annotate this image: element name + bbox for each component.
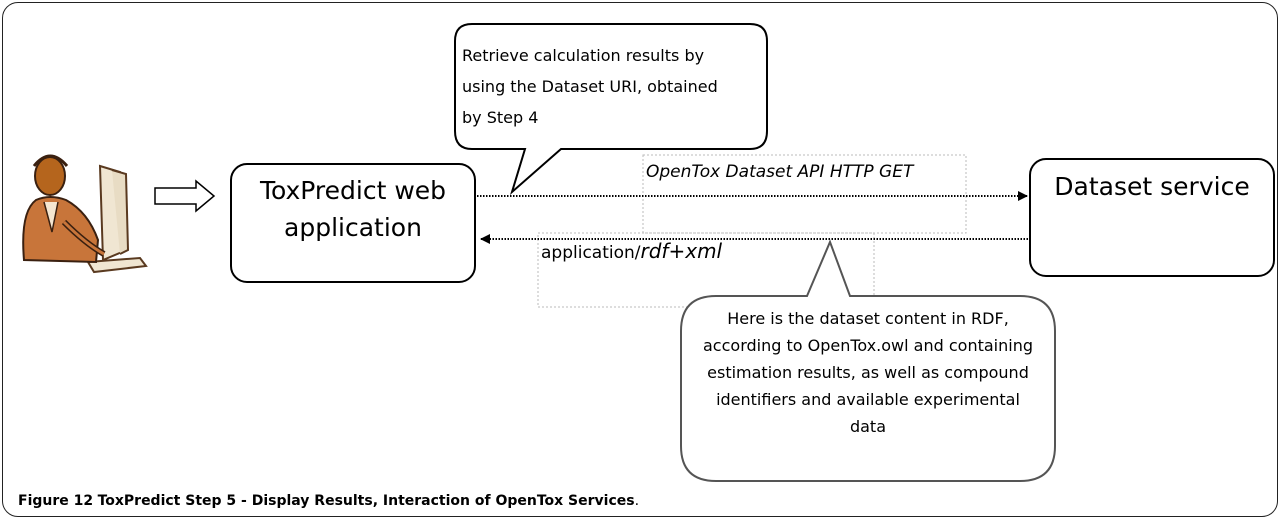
hollow-arrow-icon (154, 179, 216, 213)
response-label-prefix: application/ (541, 243, 641, 263)
bottom-callout-bubble (680, 239, 1056, 482)
webapp-node-label: ToxPredict web application (259, 176, 447, 242)
bottom-callout-text: Here is the dataset content in RDF, acco… (703, 309, 1033, 436)
request-label-frame (642, 154, 967, 234)
response-label-type: rdf+xml (640, 239, 723, 263)
figure-caption: Figure 12 ToxPredict Step 5 - Display Re… (18, 493, 639, 509)
caption-number: Figure 12 (18, 493, 94, 509)
caption-end: . (634, 493, 640, 509)
dataset-service-node-box (1029, 158, 1275, 277)
user-at-computer-icon (22, 154, 148, 274)
caption-title: ToxPredict Step 5 - Display Results, Int… (97, 493, 635, 509)
dataset-service-node-label: Dataset service (1054, 172, 1250, 201)
response-edge-label: application/rdf+xml (541, 239, 722, 263)
webapp-node-box (230, 163, 476, 283)
request-edge-label: OpenTox Dataset API HTTP GET (646, 162, 914, 182)
top-callout-text: Retrieve calculation results by using th… (462, 46, 718, 127)
top-callout-bubble (454, 23, 768, 196)
